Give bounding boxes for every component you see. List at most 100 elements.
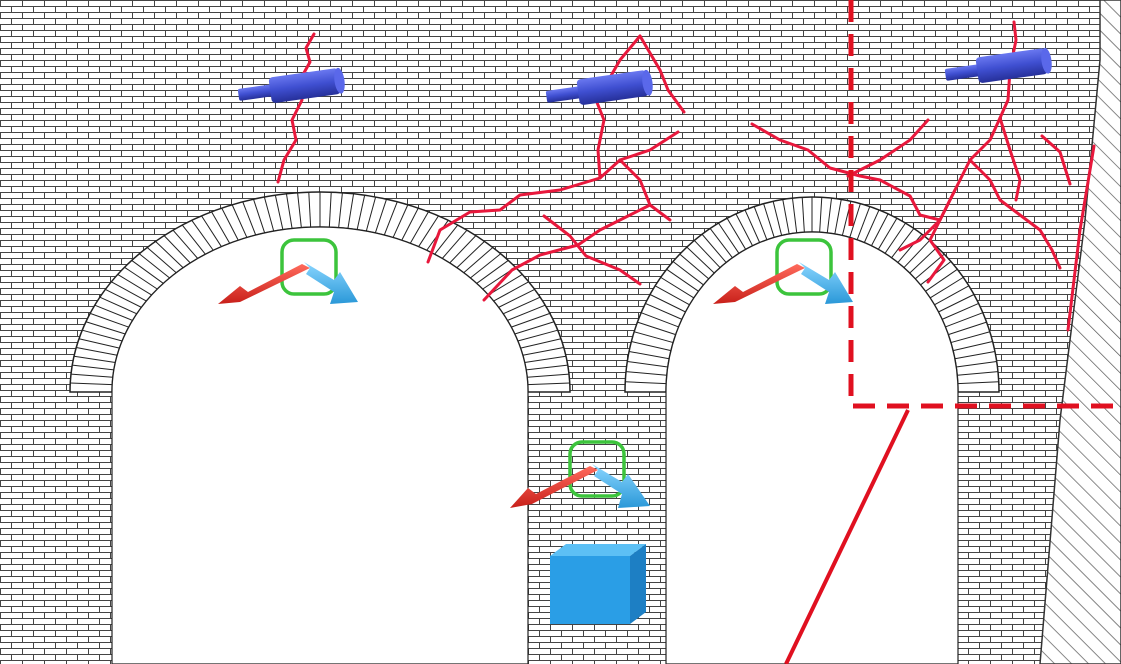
voussoir-joint	[909, 246, 938, 274]
voussoir-joint	[297, 192, 302, 228]
voussoir-joint	[628, 350, 670, 360]
voussoir-joint	[392, 204, 409, 238]
camera-2	[545, 69, 653, 105]
voussoir-joint	[117, 274, 152, 296]
voussoir-joint	[231, 204, 248, 238]
voussoir-joint	[826, 198, 833, 233]
voussoir-joint	[514, 321, 555, 335]
voussoir-joint	[718, 222, 740, 254]
voussoir-joint	[434, 224, 459, 255]
voussoir-joint	[73, 355, 116, 364]
voussoir-joint	[772, 201, 783, 236]
voussoir-joint	[338, 192, 343, 228]
voussoir-joint	[735, 213, 754, 247]
voussoir-joint	[418, 215, 439, 247]
voussoir-joint	[527, 373, 570, 378]
voussoir-joint	[950, 331, 990, 344]
voussoir-joint	[449, 235, 477, 264]
voussoir-joint	[897, 233, 923, 263]
voussoir-joint	[938, 294, 975, 313]
voussoir-joint	[374, 199, 387, 234]
voussoir-joint	[957, 381, 999, 385]
voussoir-joint	[863, 209, 880, 243]
voussoir-joint	[934, 285, 970, 306]
voussoir-joint	[146, 247, 177, 274]
voussoir-joint	[666, 268, 699, 292]
voussoir-joint	[801, 197, 805, 233]
voussoir-joint	[948, 321, 987, 336]
voussoir-joint	[914, 253, 945, 280]
voussoir-joint	[155, 241, 184, 269]
voussoir-joint	[763, 203, 775, 238]
voussoir-joint	[660, 276, 695, 299]
voussoir-joint	[502, 296, 541, 315]
voussoir-joint	[463, 247, 494, 274]
voussoir-joint	[82, 329, 123, 342]
marker-right-arch	[713, 238, 853, 304]
arch-left-opening	[111, 226, 529, 664]
voussoir-joint	[640, 312, 679, 328]
voussoir-joint	[520, 338, 562, 349]
voussoir-joint	[85, 321, 126, 335]
highlight-region	[784, 0, 1121, 664]
voussoir-joint	[181, 224, 206, 255]
voussoir-joint	[263, 196, 275, 232]
voussoir-joint	[201, 215, 222, 247]
voussoir-joint	[952, 341, 993, 352]
camera-3	[944, 47, 1052, 83]
marker-pier	[510, 440, 650, 508]
voussoir-joint	[274, 195, 284, 230]
voussoir-joint	[526, 364, 568, 371]
voussoir-joint	[172, 229, 199, 259]
voussoir-joint	[891, 228, 915, 259]
voussoir-joint	[138, 253, 170, 279]
voussoir-joint	[925, 268, 958, 292]
voussoir-joint	[507, 304, 546, 321]
voussoir-joint	[649, 294, 686, 313]
voussoir-joint	[903, 240, 931, 269]
arch-left	[69, 191, 571, 664]
voussoir-joint	[285, 193, 293, 229]
marker-left-arch	[218, 238, 358, 304]
voussoir-joint	[383, 201, 398, 236]
voussoir-joint	[679, 253, 710, 280]
voussoir-joint	[782, 199, 790, 235]
voussoir-joint	[701, 233, 727, 263]
voussoir-joint	[631, 341, 672, 352]
voussoir-joint	[627, 360, 668, 368]
voussoir-joint	[409, 211, 429, 244]
voussoir-joint	[929, 276, 964, 299]
voussoir-joint	[488, 274, 523, 296]
voussoir-joint	[693, 240, 721, 269]
voussoir-joint	[456, 241, 485, 269]
voussoir-joint	[753, 206, 768, 241]
camera-1	[237, 67, 345, 103]
voussoir-joint	[111, 281, 147, 302]
voussoir-joint	[877, 217, 898, 250]
voussoir-joint	[72, 364, 114, 371]
voussoir-joint	[527, 382, 570, 386]
voussoir-joint	[328, 192, 332, 228]
voussoir-joint	[89, 312, 129, 328]
voussoir-joint	[686, 246, 715, 274]
voussoir-joint	[645, 303, 683, 320]
voussoir-joint	[131, 260, 164, 284]
voussoir-joint	[709, 228, 733, 259]
voussoir-joint	[441, 229, 468, 259]
voussoir-joint	[347, 193, 355, 229]
voussoir-joint	[941, 303, 979, 320]
voussoir-joint	[634, 331, 674, 344]
voussoir-joint	[401, 207, 419, 241]
voussoir-joint	[625, 381, 667, 385]
cube-object	[550, 544, 646, 624]
voussoir-joint	[849, 203, 861, 238]
voussoir-joint	[884, 222, 906, 254]
voussoir-joint	[945, 312, 984, 328]
voussoir-joint	[870, 213, 889, 247]
voussoir-joint	[356, 195, 366, 230]
voussoir-joint	[242, 201, 257, 236]
voussoir-joint	[654, 285, 690, 306]
voussoir-joint	[625, 371, 667, 376]
voussoir-joint	[498, 288, 535, 308]
